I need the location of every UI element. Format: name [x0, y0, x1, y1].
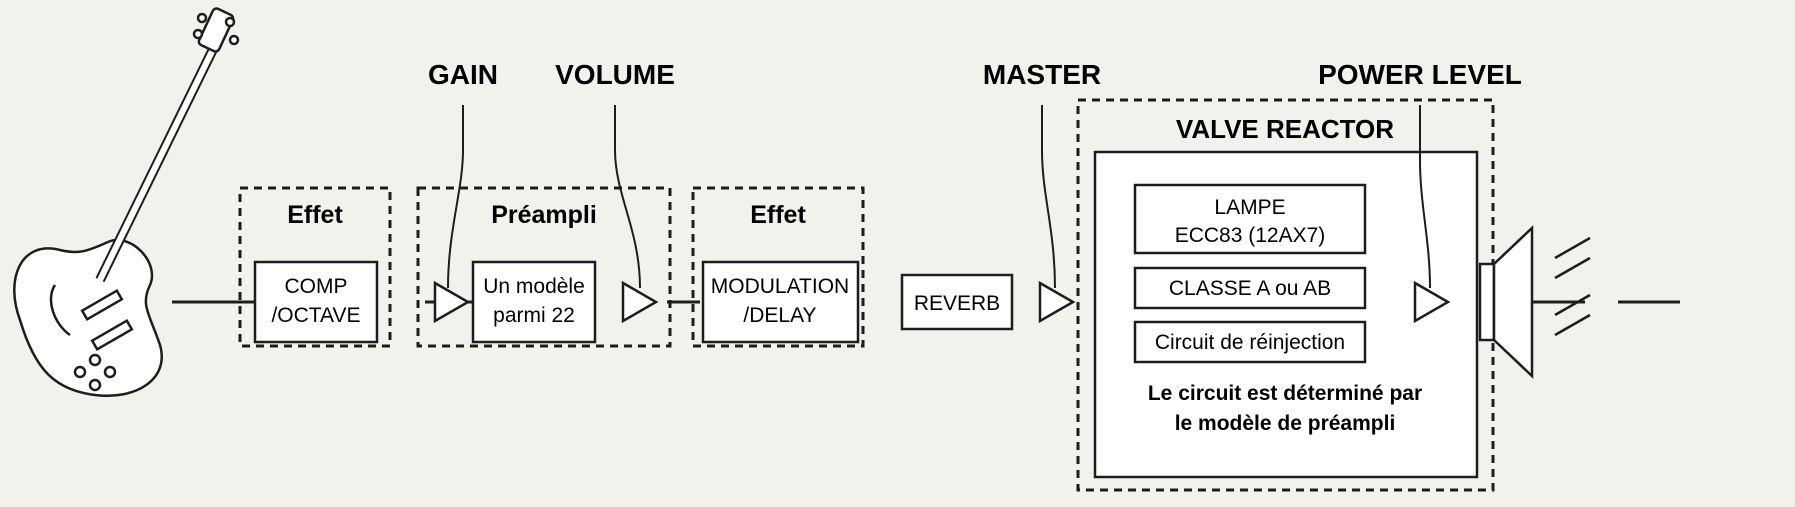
- reverb-label: REVERB: [914, 292, 1000, 315]
- electric-guitar-icon: [13, 7, 240, 398]
- feedback-label: Circuit de réinjection: [1155, 331, 1345, 354]
- class-block: [1133, 266, 1367, 310]
- effect-1-title: Effet: [287, 201, 343, 229]
- valve-reactor-note-line-2: le modèle de préampli: [1175, 412, 1396, 435]
- master-label: MASTER: [983, 59, 1101, 90]
- comp-octave-block: [253, 260, 379, 344]
- class-label: CLASSE A ou AB: [1169, 277, 1331, 300]
- reverb-block: [900, 273, 1014, 331]
- power-level-label: POWER LEVEL: [1318, 59, 1522, 90]
- volume-amplifier-icon: [621, 280, 659, 324]
- master-pointer-line: [1041, 105, 1056, 289]
- valve-reactor-title: VALVE REACTOR: [1176, 114, 1394, 144]
- speaker-icon: [1478, 225, 1591, 379]
- feedback-block: [1133, 320, 1367, 364]
- lamp-block: [1133, 183, 1367, 255]
- lamp-line-2: ECC83 (12AX7): [1175, 224, 1326, 247]
- preamp-model-line-1: Un modèle: [483, 275, 585, 298]
- preamp-model-block: [471, 260, 597, 344]
- modulation-delay-block: [701, 260, 860, 344]
- group-box-effect-1: [238, 186, 392, 348]
- volume-pointer-line: [614, 105, 641, 289]
- group-box-effect-2: [691, 186, 865, 348]
- group-box-preamp: [416, 186, 672, 348]
- volume-label: VOLUME: [555, 59, 675, 90]
- comp-octave-line-1: COMP: [285, 275, 348, 298]
- gain-pointer-line: [447, 105, 464, 289]
- power-level-pointer-line: [1419, 105, 1431, 289]
- modulation-delay-line-2: /DELAY: [743, 304, 816, 327]
- comp-octave-line-2: /OCTAVE: [271, 304, 360, 327]
- power-level-amplifier-icon: [1413, 280, 1451, 324]
- valve-reactor-note-line-1: Le circuit est déterminé par: [1148, 382, 1422, 405]
- modulation-delay-line-1: MODULATION: [711, 275, 849, 298]
- gain-label: GAIN: [428, 59, 498, 90]
- preamp-title: Préampli: [491, 201, 597, 229]
- gain-amplifier-icon: [433, 280, 471, 324]
- master-amplifier-icon: [1038, 280, 1076, 324]
- lamp-line-1: LAMPE: [1214, 196, 1285, 219]
- preamp-model-line-2: parmi 22: [493, 304, 575, 327]
- effect-2-title: Effet: [750, 201, 806, 229]
